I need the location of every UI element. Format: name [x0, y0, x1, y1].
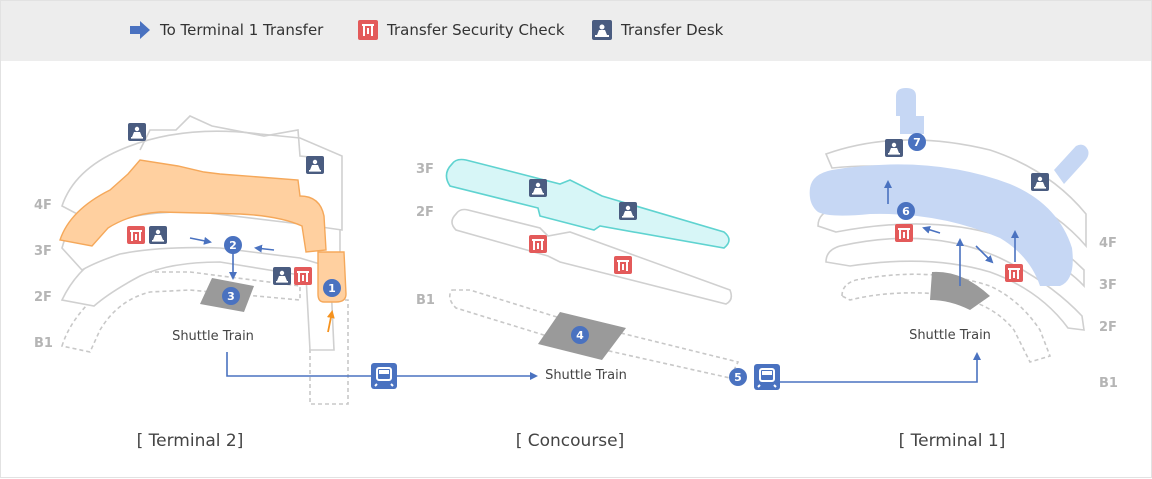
terminal-2-map: 4F 3F 2F B1 1 2 3 Shuttle Train [ Termin…	[34, 115, 349, 451]
step-2-marker: 2	[224, 236, 242, 254]
step-5-marker: 5	[729, 368, 747, 386]
t2-arrow-east	[189, 236, 212, 245]
t2-arrow-west	[254, 244, 275, 253]
concourse-security-east-icon	[614, 256, 632, 274]
security-check-icon	[358, 20, 378, 40]
t2-desk-4f-icon	[128, 123, 146, 141]
t2-roof-outline	[139, 115, 321, 159]
t1-tower	[896, 88, 924, 134]
legend-transfer-route: To Terminal 1 Transfer	[129, 19, 323, 41]
terminal-2-caption: [ Terminal 2]	[137, 431, 244, 451]
t2-desk-east-icon	[273, 267, 291, 285]
t2-tunnel-outline	[309, 299, 349, 405]
t2-shuttle-label: Shuttle Train	[172, 329, 254, 344]
svg-text:6: 6	[902, 205, 910, 218]
t2-floor-4f: 4F	[34, 198, 52, 213]
t1-wing	[1054, 144, 1089, 184]
concourse-desk-west-icon	[529, 179, 547, 197]
route-t2-to-concourse	[226, 352, 538, 380]
arrow-right-icon	[130, 21, 150, 39]
legend-transfer-label: To Terminal 1 Transfer	[160, 21, 324, 39]
t2-desk-4f-east-icon	[306, 156, 324, 174]
step-4-marker: 4	[571, 326, 589, 344]
concourse-caption: [ Concourse]	[516, 431, 625, 451]
legend-desk: Transfer Desk	[592, 19, 723, 41]
t1-floor-2f: 2F	[1099, 320, 1117, 335]
t2-transfer-zone	[59, 159, 327, 253]
t2-security-east-icon	[294, 267, 312, 285]
t1-floor-b1: B1	[1099, 376, 1118, 391]
t2-floor-3f: 3F	[34, 244, 52, 259]
transfer-desk-icon	[592, 20, 612, 40]
concourse-desk-east-icon	[619, 202, 637, 220]
svg-text:7: 7	[913, 136, 921, 149]
train-icon-east	[753, 363, 781, 391]
concourse-map: 3F 2F B1 4 Shuttle Train [ Concourse]	[416, 158, 740, 451]
t1-shuttle-platform	[930, 271, 990, 310]
train-icon-west	[370, 362, 398, 390]
t1-security-east-icon	[1005, 264, 1023, 282]
svg-text:4: 4	[576, 329, 584, 342]
step-1-marker: 1	[323, 279, 341, 297]
concourse-b1-outline	[448, 289, 740, 379]
shuttle-route: 5	[226, 352, 981, 391]
t2-desk-west-icon	[149, 226, 167, 244]
concourse-shuttle-label: Shuttle Train	[545, 368, 627, 383]
legend-security-label: Transfer Security Check	[387, 21, 565, 39]
t1-b1-outline	[841, 273, 1052, 363]
concourse-2f-outline	[451, 208, 733, 305]
t1-arrow-southeast	[975, 245, 994, 264]
legend-desk-label: Transfer Desk	[621, 21, 724, 39]
t1-transfer-zone	[809, 164, 1073, 286]
step-6-marker: 6	[897, 202, 915, 220]
svg-text:3: 3	[227, 290, 235, 303]
concourse-security-west-icon	[529, 235, 547, 253]
t2-arrow-up-orange	[326, 310, 335, 333]
concourse-floor-2f: 2F	[416, 205, 434, 220]
t1-shuttle-label: Shuttle Train	[909, 328, 991, 343]
t2-security-west-icon	[127, 226, 145, 244]
t2-floor-b1: B1	[34, 336, 53, 351]
concourse-floor-3f: 3F	[416, 162, 434, 177]
svg-text:5: 5	[734, 371, 742, 384]
step-3-marker: 3	[222, 287, 240, 305]
svg-text:1: 1	[328, 282, 336, 295]
svg-text:2: 2	[229, 239, 237, 252]
t1-security-west-icon	[895, 224, 913, 242]
route-concourse-to-t1	[780, 352, 981, 383]
t1-desk-east-icon	[1031, 173, 1049, 191]
t1-floor-3f: 3F	[1099, 278, 1117, 293]
step-7-marker: 7	[908, 133, 926, 151]
legend-security: Transfer Security Check	[358, 19, 565, 41]
t2-floor-2f: 2F	[34, 290, 52, 305]
concourse-3f-zone	[445, 158, 730, 249]
legend-bar: To Terminal 1 Transfer Transfer Security…	[0, 0, 1152, 61]
terminal-1-caption: [ Terminal 1]	[899, 431, 1006, 451]
terminal-1-map: 4F 3F 2F B1 6 7 Shuttle Train [ Terminal…	[809, 88, 1118, 451]
t1-desk-north-icon	[885, 139, 903, 157]
t1-arrow-west	[922, 225, 941, 234]
t1-floor-4f: 4F	[1099, 236, 1117, 251]
concourse-floor-b1: B1	[416, 293, 435, 308]
